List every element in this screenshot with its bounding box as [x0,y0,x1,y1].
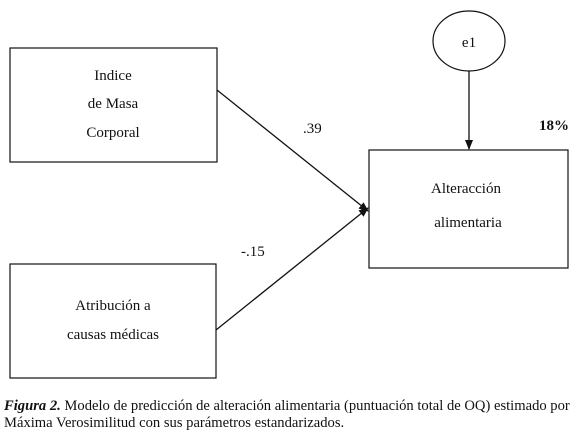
node-alteracion: Alteracción alimentaria [368,149,569,269]
arrow-atribucion-to-alteracion [215,207,369,331]
coefficient-imc: .39 [303,121,322,137]
coefficient-atribucion: -.15 [241,244,265,260]
node-error-label: e1 [462,35,476,51]
figure-caption-text: Modelo de predicción de alteración alime… [4,398,570,431]
path-diagram: Indice de Masa Corporal Atribución a cau… [9,10,569,379]
node-atribucion-box [9,263,217,379]
node-imc-box [9,47,218,163]
node-atribucion-label-line2: causas médicas [67,327,159,343]
node-imc: Indice de Masa Corporal [9,47,218,163]
node-alteracion-label-line2: alimentaria [434,215,502,231]
node-imc-label-line3: Corporal [86,125,139,141]
r-squared-label: 18% [539,118,569,134]
arrow-imc-to-alteracion [216,89,369,212]
node-alteracion-label-line1: Alteracción [431,181,501,197]
node-error: e1 [432,10,506,72]
node-alteracion-box [368,149,569,269]
figure-caption-label: Figura 2. [4,398,61,414]
node-atribucion: Atribución a causas médicas [9,263,217,379]
node-atribucion-label-line1: Atribución a [75,298,151,314]
figure-caption: Figura 2. Modelo de predicción de altera… [4,398,576,432]
node-imc-label-line1: Indice [94,68,132,84]
node-imc-label-line2: de Masa [88,96,139,112]
